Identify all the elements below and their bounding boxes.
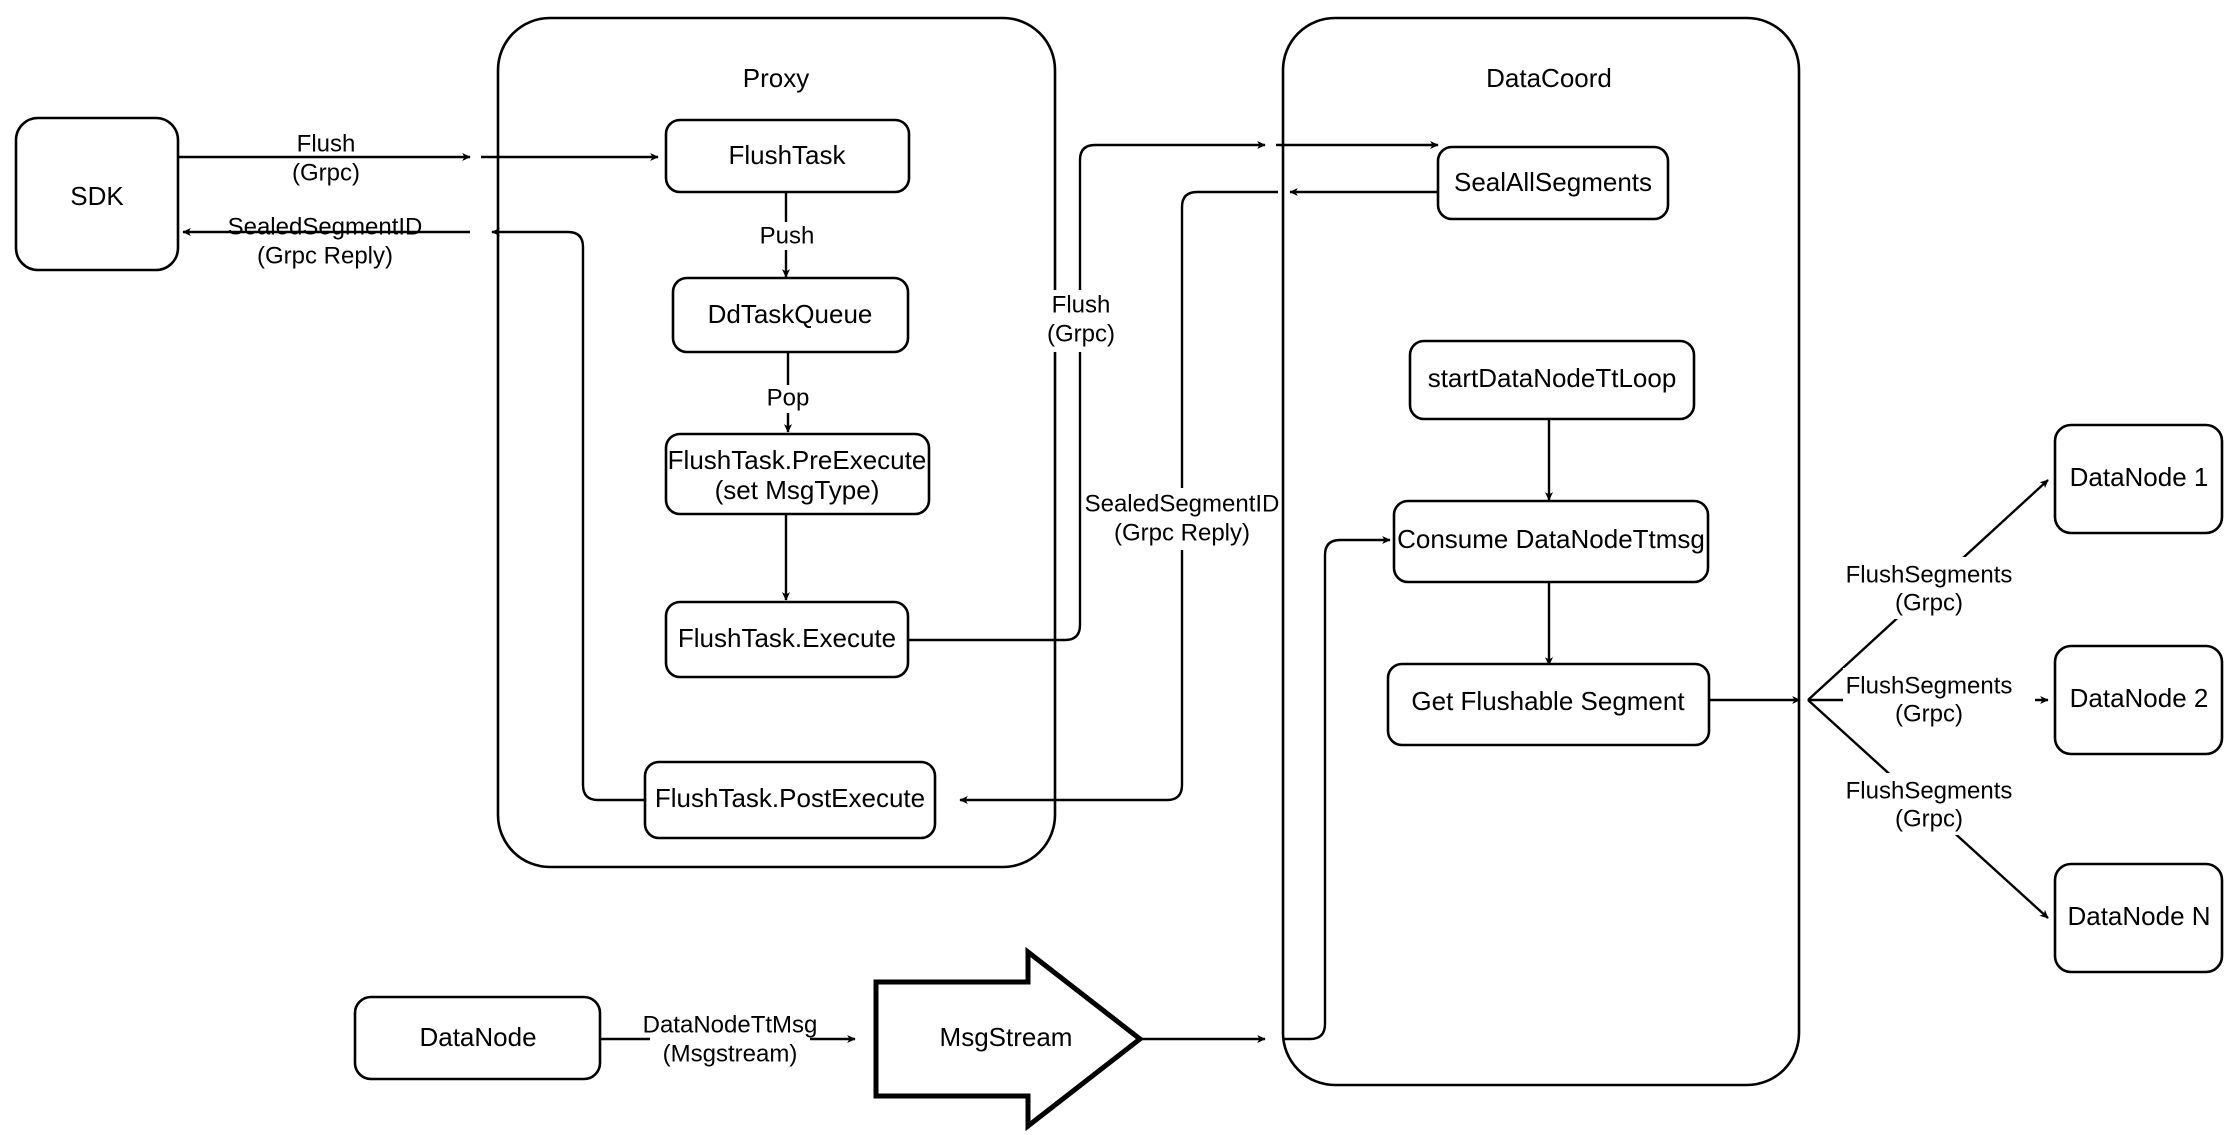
node-consume-datanode-ttmsg[interactable]: Consume DataNodeTtmsg xyxy=(1392,499,1710,584)
datanode-ttmsg-label-line2: (Msgstream) xyxy=(663,1040,798,1067)
proxy-to-datacoord-label-line2: (Grpc) xyxy=(1047,320,1115,347)
label-proxy-to-datacoord: Flush (Grpc) xyxy=(1036,290,1130,352)
get-flushable-segment-box[interactable] xyxy=(1386,662,1711,747)
node-flushtask-preexecute[interactable]: FlushTask.PreExecute (set MsgType) xyxy=(664,432,931,516)
datanode-source-box[interactable] xyxy=(353,995,602,1081)
flush-segments-2-label-line1: FlushSegments xyxy=(1846,672,2013,699)
start-datanode-ttloop-box[interactable] xyxy=(1408,339,1696,421)
edge-execute-to-datacoord xyxy=(906,140,1266,642)
datacoord-to-proxy-label-line1: SealedSegmentID xyxy=(1085,490,1280,517)
label-datacoord-to-proxy: SealedSegmentID (Grpc Reply) xyxy=(1085,488,1280,550)
flushtask-execute-box[interactable] xyxy=(664,600,910,679)
container-datacoord: DataCoord xyxy=(1281,16,1801,1087)
node-sdk[interactable]: SDK xyxy=(14,116,180,272)
flush-segments-1-label-line1: FlushSegments xyxy=(1846,561,2013,588)
container-proxy: Proxy xyxy=(496,16,1057,869)
ddtaskqueue-label: DdTaskQueue xyxy=(708,299,873,329)
datacoord-container-label: DataCoord xyxy=(1486,63,1612,93)
consume-datanode-ttmsg-label: Consume DataNodeTtmsg xyxy=(1397,524,1705,554)
datanode-n-box[interactable] xyxy=(2053,862,2224,974)
msgstream-arrow-shape[interactable] xyxy=(873,946,1145,1132)
datanode-1-label: DataNode 1 xyxy=(2070,462,2209,492)
datacoord-to-proxy-label-bg xyxy=(1090,488,1280,550)
flush-segments-2-label-line2: (Grpc) xyxy=(1895,700,1963,727)
sdk-label: SDK xyxy=(70,181,124,211)
sealallsegments-box[interactable] xyxy=(1436,145,1670,221)
sealallsegments-label: SealAllSegments xyxy=(1454,167,1652,197)
ddtaskqueue-box[interactable] xyxy=(671,276,910,354)
pop-label: Pop xyxy=(767,384,810,411)
get-flushable-segment-label: Get Flushable Segment xyxy=(1411,686,1685,716)
node-sealallsegments[interactable]: SealAllSegments xyxy=(1436,145,1670,221)
flushtask-postexecute-box[interactable] xyxy=(643,760,937,840)
datanode-2-box[interactable] xyxy=(2053,644,2224,756)
flush-segments-n-label-line1: FlushSegments xyxy=(1846,777,2013,804)
edge-postexecute-to-sdkreply xyxy=(491,227,646,802)
flushtask-label: FlushTask xyxy=(728,140,846,170)
label-flush-segments-1: FlushSegments (Grpc) xyxy=(1843,557,2035,619)
datanode-n-label: DataNode N xyxy=(2067,901,2210,931)
pop-label-bg xyxy=(755,385,821,413)
push-label: Push xyxy=(760,222,815,249)
proxy-to-sdk-label-line1: SealedSegmentID xyxy=(228,213,423,240)
consume-datanode-ttmsg-box[interactable] xyxy=(1392,499,1710,584)
flushtask-postexecute-label: FlushTask.PostExecute xyxy=(655,783,925,813)
datanode-2-label: DataNode 2 xyxy=(2070,683,2209,713)
label-flush-segments-n: FlushSegments (Grpc) xyxy=(1843,773,2035,835)
sdk-box[interactable] xyxy=(14,116,180,272)
node-start-datanode-ttloop[interactable]: startDataNodeTtLoop xyxy=(1408,339,1696,421)
label-proxy-to-sdk: SealedSegmentID (Grpc Reply) xyxy=(228,213,423,269)
label-push: Push xyxy=(752,222,822,250)
proxy-to-sdk-label-line2: (Grpc Reply) xyxy=(257,242,393,269)
node-flushtask[interactable]: FlushTask xyxy=(664,118,911,194)
flushtask-preexecute-label-line2: (set MsgType) xyxy=(715,475,880,505)
datanode-ttmsg-label-line1: DataNodeTtMsg xyxy=(643,1011,818,1038)
proxy-container-border xyxy=(496,16,1057,869)
proxy-to-datacoord-label-line1: Flush xyxy=(1052,291,1111,318)
proxy-to-datacoord-label-bg xyxy=(1036,290,1130,352)
flush-segments-1-label-line2: (Grpc) xyxy=(1895,589,1963,616)
node-datanode-source[interactable]: DataNode xyxy=(353,995,602,1081)
msgstream-label: MsgStream xyxy=(940,1022,1073,1052)
node-datanode-n[interactable]: DataNode N xyxy=(2053,862,2224,974)
node-datanode-2[interactable]: DataNode 2 xyxy=(2053,644,2224,756)
label-sdk-to-proxy: Flush (Grpc) xyxy=(292,130,360,186)
sdk-to-proxy-label-line2: (Grpc) xyxy=(292,159,360,186)
edge-datacoordedge-to-consume xyxy=(1283,535,1391,1041)
start-datanode-ttloop-label: startDataNodeTtLoop xyxy=(1428,363,1677,393)
flushtask-box[interactable] xyxy=(664,118,911,194)
push-label-bg xyxy=(752,222,822,250)
sdk-to-proxy-label-line1: Flush xyxy=(297,130,356,157)
flush-segments-1-label-bg xyxy=(1843,557,2035,619)
label-pop: Pop xyxy=(755,384,821,413)
node-flushtask-postexecute[interactable]: FlushTask.PostExecute xyxy=(643,760,937,840)
flushtask-preexecute-box[interactable] xyxy=(664,432,931,516)
node-msgstream[interactable]: MsgStream xyxy=(873,946,1145,1132)
datanode-1-box[interactable] xyxy=(2053,423,2224,535)
datacoord-container-border xyxy=(1281,16,1801,1087)
node-flushtask-execute[interactable]: FlushTask.Execute xyxy=(664,600,910,679)
datacoord-to-proxy-label-line2: (Grpc Reply) xyxy=(1114,519,1250,546)
label-datanode-ttmsg: DataNodeTtMsg (Msgstream) xyxy=(643,1008,818,1070)
datanode-ttmsg-label-bg xyxy=(650,1008,810,1070)
label-flush-segments-2: FlushSegments (Grpc) xyxy=(1843,668,2035,730)
node-datanode-1[interactable]: DataNode 1 xyxy=(2053,423,2224,535)
flush-segments-n-label-line2: (Grpc) xyxy=(1895,805,1963,832)
flush-segments-n-label-bg xyxy=(1843,773,2035,835)
node-ddtaskqueue[interactable]: DdTaskQueue xyxy=(671,276,910,354)
proxy-container-label: Proxy xyxy=(743,63,809,93)
datanode-source-label: DataNode xyxy=(419,1022,536,1052)
flushtask-preexecute-label-line1: FlushTask.PreExecute xyxy=(668,445,927,475)
node-get-flushable-segment[interactable]: Get Flushable Segment xyxy=(1386,662,1711,747)
flushtask-execute-label: FlushTask.Execute xyxy=(678,623,896,653)
flush-segments-2-label-bg xyxy=(1843,668,2035,730)
